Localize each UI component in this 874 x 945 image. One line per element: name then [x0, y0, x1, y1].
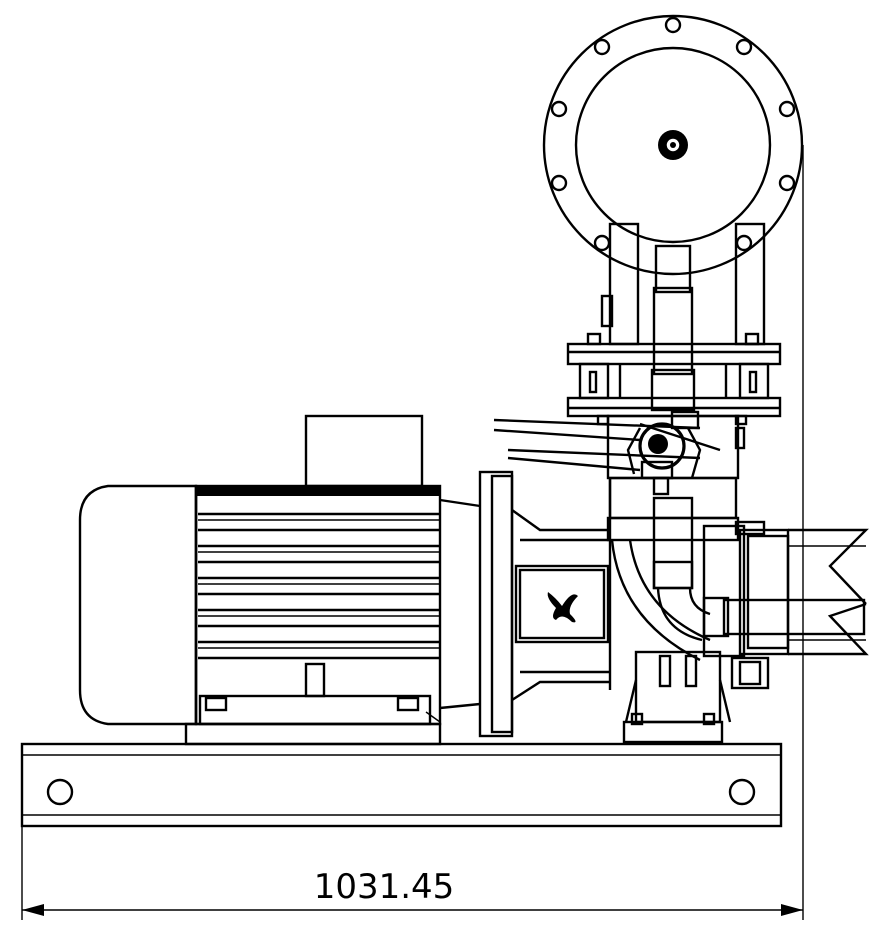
motor-body [194, 484, 442, 726]
flange-bolt-holes [550, 16, 796, 252]
inlet-flange [542, 14, 804, 276]
motor-cooling-fins [198, 512, 440, 660]
motor-flange [478, 470, 514, 738]
mounting-hole-left [46, 778, 74, 806]
valve-handle [493, 410, 721, 496]
coupling-symbol-icon [547, 592, 578, 623]
mounting-hole-right [728, 778, 756, 806]
inlet-assembly [566, 222, 782, 480]
coupling-lantern [439, 470, 610, 738]
discharge-pipe [702, 520, 869, 658]
arrowhead-left-icon [22, 904, 44, 916]
motor-fan-cover [78, 484, 198, 726]
base-frame [20, 742, 783, 828]
flange-inner-ring [574, 46, 772, 244]
flange-outer-ring [542, 14, 804, 276]
dimension-value: 1031.45 [314, 867, 455, 907]
overall-length-dimension: 1031.45 [21, 145, 804, 920]
arrowhead-right-icon [781, 904, 803, 916]
motor-terminal-box [304, 414, 424, 488]
pump-casing [606, 476, 770, 744]
electric-motor [78, 414, 442, 746]
